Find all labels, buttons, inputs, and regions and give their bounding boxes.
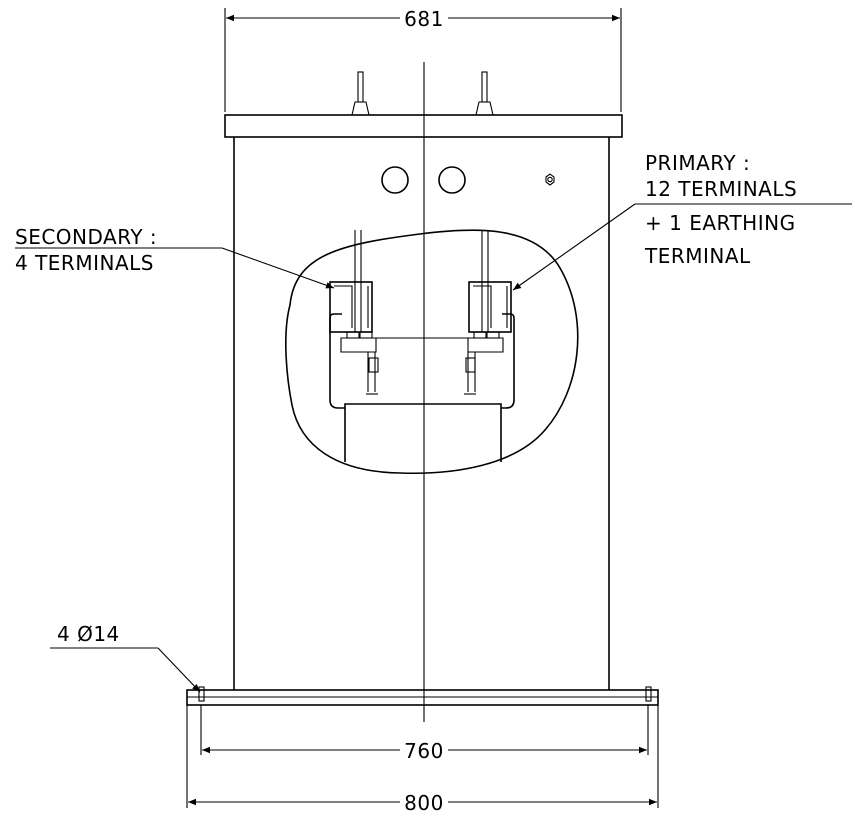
primary-title: PRIMARY :	[645, 151, 750, 175]
dimension-top: 681	[224, 7, 622, 112]
primary-detail-2: + 1 EARTHING	[645, 211, 796, 235]
holes-label: 4 Ø14	[57, 622, 120, 646]
dimension-base-label: 800	[404, 791, 444, 815]
primary-detail-3: TERMINAL	[644, 244, 751, 268]
dimension-base: 800	[188, 791, 657, 815]
base-plate	[186, 686, 659, 808]
cutaway-view	[285, 229, 579, 475]
tank-body	[233, 137, 610, 690]
callout-holes: 4 Ø14	[50, 622, 201, 693]
secondary-title: SECONDARY :	[15, 225, 157, 249]
secondary-detail: 4 TERMINALS	[15, 251, 154, 275]
callout-secondary: SECONDARY : 4 TERMINALS	[15, 225, 335, 289]
dimension-top-label: 681	[404, 7, 444, 31]
dimension-holes: 760	[202, 739, 647, 763]
callout-primary: PRIMARY : 12 TERMINALS + 1 EARTHING TERM…	[512, 151, 852, 291]
dimension-holes-label: 760	[404, 739, 444, 763]
primary-detail-1: 12 TERMINALS	[645, 177, 797, 201]
